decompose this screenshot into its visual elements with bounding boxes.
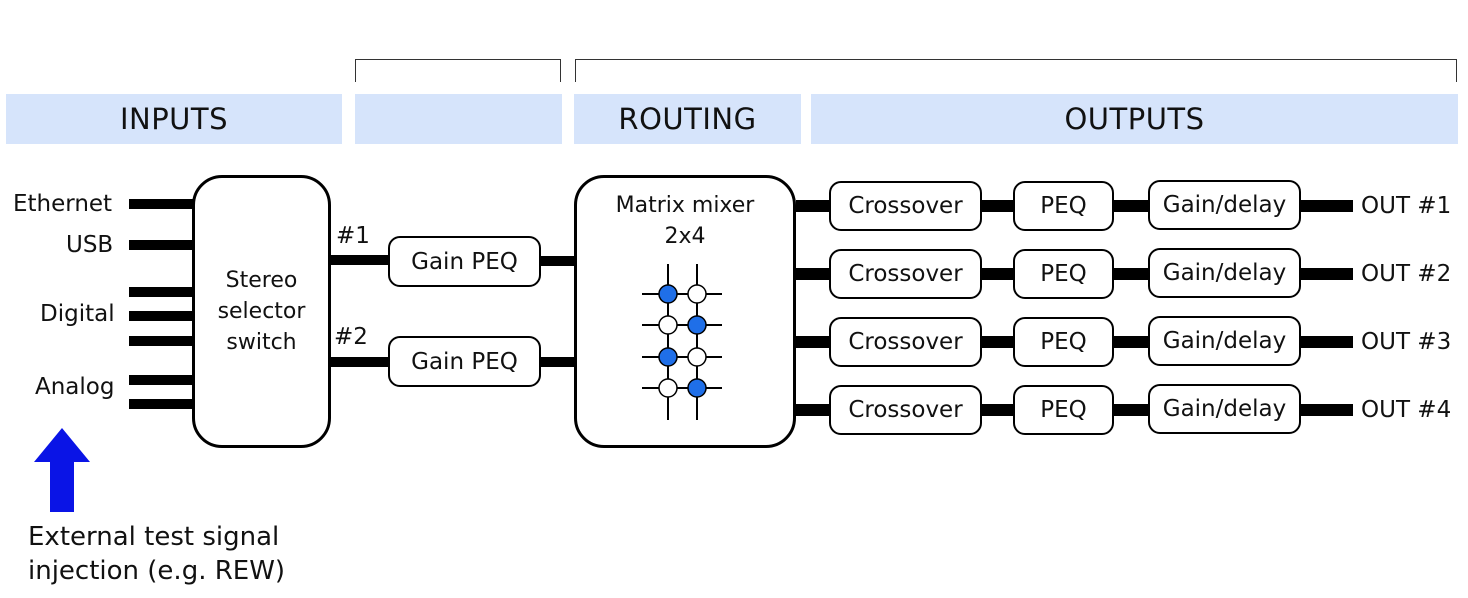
matrix-label: Matrix mixer 2x4 xyxy=(574,190,796,252)
gain-delay-box: Gain/delay xyxy=(1148,248,1301,298)
channel-line-2 xyxy=(331,357,389,367)
output-line xyxy=(1301,336,1353,348)
gain-delay-box: Gain/delay xyxy=(1148,180,1301,230)
section-processing xyxy=(355,94,562,144)
gain-to-matrix-line-2 xyxy=(541,357,577,367)
gain-delay-box: Gain/delay xyxy=(1148,384,1301,434)
matrix-node-active xyxy=(658,347,678,367)
crossover-to-peq-line xyxy=(982,200,1014,212)
peq-to-gain-line xyxy=(1114,404,1149,416)
crossover-to-peq-line xyxy=(982,336,1014,348)
channel-label-1: #1 xyxy=(336,223,370,249)
section-outputs: OUTPUTS xyxy=(811,94,1458,144)
matrix-to-crossover-line xyxy=(796,268,831,280)
matrix-node-active xyxy=(687,315,707,335)
gain-delay-box: Gain/delay xyxy=(1148,316,1301,366)
input-line-analog-2 xyxy=(129,399,194,409)
input-line-digital-1 xyxy=(129,287,194,297)
input-line-usb xyxy=(129,240,194,250)
injection-line-1: External test signal xyxy=(28,522,280,552)
input-line-digital-2 xyxy=(129,311,194,321)
crossover-box: Crossover xyxy=(829,385,982,435)
output-label: OUT #2 xyxy=(1361,261,1452,287)
matrix-to-crossover-line xyxy=(796,404,831,416)
selector-label: Stereo selector switch xyxy=(192,265,331,358)
gain-peq-box-1: Gain PEQ xyxy=(388,236,541,287)
selector-line-1: Stereo xyxy=(225,268,298,293)
output-label: OUT #4 xyxy=(1361,397,1452,423)
matrix-grid xyxy=(642,264,722,420)
peq-box: PEQ xyxy=(1013,317,1114,367)
crossover-to-peq-line xyxy=(982,268,1014,280)
input-label-analog: Analog xyxy=(35,374,115,400)
selector-line-2: selector xyxy=(217,299,306,324)
arrow-up-icon xyxy=(34,428,90,512)
injection-line-2: injection (e.g. REW) xyxy=(28,556,286,586)
matrix-mixer xyxy=(574,175,796,448)
input-label-usb: USB xyxy=(66,232,114,258)
input-line-digital-3 xyxy=(129,336,194,346)
output-line xyxy=(1301,268,1353,280)
matrix-line-2: 2x4 xyxy=(664,224,706,249)
matrix-node-active xyxy=(687,378,707,398)
gain-to-matrix-line-1 xyxy=(541,256,577,266)
matrix-to-crossover-line xyxy=(796,200,831,212)
peq-to-gain-line xyxy=(1114,336,1149,348)
matrix-node-inactive xyxy=(687,284,707,304)
channel-line-1 xyxy=(331,255,389,265)
crossover-box: Crossover xyxy=(829,181,982,231)
matrix-node-active xyxy=(658,284,678,304)
output-line xyxy=(1301,200,1353,212)
input-label-digital: Digital xyxy=(40,301,115,327)
matrix-to-crossover-line xyxy=(796,336,831,348)
input-line-ethernet xyxy=(129,199,194,209)
section-routing: ROUTING xyxy=(574,94,801,144)
crossover-box: Crossover xyxy=(829,317,982,367)
peq-box: PEQ xyxy=(1013,249,1114,299)
peq-to-gain-line xyxy=(1114,268,1149,280)
matrix-line-1: Matrix mixer xyxy=(615,193,755,218)
stereo-selector-switch xyxy=(192,175,331,448)
selector-line-3: switch xyxy=(226,330,297,355)
matrix-node-inactive xyxy=(658,315,678,335)
output-line xyxy=(1301,404,1353,416)
peq-box: PEQ xyxy=(1013,181,1114,231)
peq-box: PEQ xyxy=(1013,385,1114,435)
channel-label-2: #2 xyxy=(334,324,368,350)
output-label: OUT #1 xyxy=(1361,193,1452,219)
peq-to-gain-line xyxy=(1114,200,1149,212)
injection-label: External test signal injection (e.g. REW… xyxy=(28,520,285,588)
output-label: OUT #3 xyxy=(1361,329,1452,355)
crossover-to-peq-line xyxy=(982,404,1014,416)
crossover-box: Crossover xyxy=(829,249,982,299)
section-inputs: INPUTS xyxy=(6,94,342,144)
input-label-ethernet: Ethernet xyxy=(13,191,113,217)
gain-peq-box-2: Gain PEQ xyxy=(388,336,541,387)
input-line-analog-1 xyxy=(129,375,194,385)
matrix-node-inactive xyxy=(658,378,678,398)
bracket-processing xyxy=(355,59,561,82)
bracket-routing-outputs xyxy=(575,59,1457,82)
matrix-node-inactive xyxy=(687,347,707,367)
